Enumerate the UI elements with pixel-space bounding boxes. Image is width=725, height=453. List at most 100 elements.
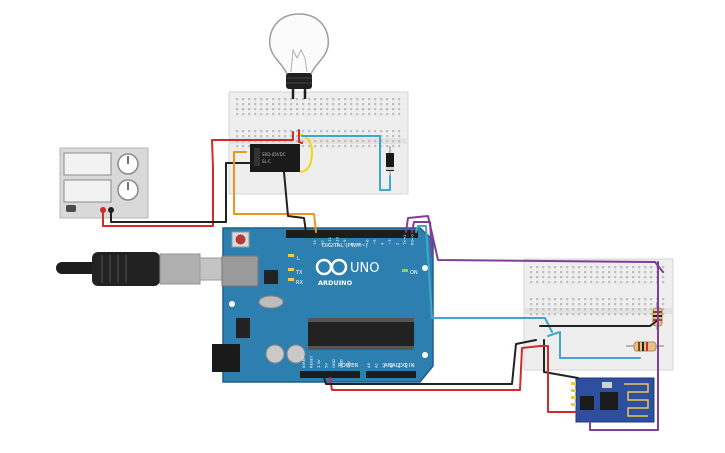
breadboard-hole[interactable] xyxy=(350,140,353,143)
esp8266-wifi-module[interactable] xyxy=(571,377,655,423)
breadboard-hole[interactable] xyxy=(530,281,533,284)
breadboard-hole[interactable] xyxy=(596,276,599,279)
breadboard-hole[interactable] xyxy=(356,113,359,116)
breadboard-hole[interactable] xyxy=(380,103,383,106)
breadboard-hole[interactable] xyxy=(254,130,257,133)
breadboard-hole[interactable] xyxy=(398,113,401,116)
breadboard-hole[interactable] xyxy=(284,130,287,133)
breadboard-hole[interactable] xyxy=(620,303,623,306)
breadboard-hole[interactable] xyxy=(296,103,299,106)
breadboard-hole[interactable] xyxy=(650,298,653,301)
breadboard-hole[interactable] xyxy=(290,113,293,116)
breadboard-hole[interactable] xyxy=(662,266,665,269)
breadboard-hole[interactable] xyxy=(632,281,635,284)
breadboard-hole[interactable] xyxy=(308,103,311,106)
breadboard-hole[interactable] xyxy=(368,98,371,101)
breadboard-hole[interactable] xyxy=(542,266,545,269)
breadboard-hole[interactable] xyxy=(560,271,563,274)
breadboard-hole[interactable] xyxy=(578,308,581,311)
breadboard-hole[interactable] xyxy=(542,276,545,279)
breadboard-hole[interactable] xyxy=(368,130,371,133)
breadboard-hole[interactable] xyxy=(266,103,269,106)
breadboard-hole[interactable] xyxy=(398,140,401,143)
breadboard-hole[interactable] xyxy=(608,303,611,306)
breadboard-hole[interactable] xyxy=(662,298,665,301)
breadboard-hole[interactable] xyxy=(332,113,335,116)
breadboard-hole[interactable] xyxy=(602,281,605,284)
breadboard-hole[interactable] xyxy=(266,108,269,111)
breadboard-hole[interactable] xyxy=(356,130,359,133)
breadboard-hole[interactable] xyxy=(320,130,323,133)
breadboard-hole[interactable] xyxy=(302,130,305,133)
breadboard-hole[interactable] xyxy=(608,298,611,301)
breadboard-hole[interactable] xyxy=(374,145,377,148)
breadboard-hole[interactable] xyxy=(542,308,545,311)
breadboard-hole[interactable] xyxy=(638,276,641,279)
breadboard-hole[interactable] xyxy=(302,98,305,101)
breadboard-hole[interactable] xyxy=(290,98,293,101)
breadboard-hole[interactable] xyxy=(638,303,641,306)
breadboard-hole[interactable] xyxy=(332,145,335,148)
breadboard-hole[interactable] xyxy=(614,266,617,269)
breadboard-hole[interactable] xyxy=(260,140,263,143)
breadboard-hole[interactable] xyxy=(566,308,569,311)
wire-red-supply[interactable] xyxy=(102,131,294,227)
breadboard-hole[interactable] xyxy=(368,145,371,148)
breadboard-hole[interactable] xyxy=(530,266,533,269)
breadboard-hole[interactable] xyxy=(638,298,641,301)
breadboard-hole[interactable] xyxy=(260,113,263,116)
analog-header[interactable] xyxy=(366,371,416,378)
wire-purple-esp[interactable] xyxy=(589,261,659,431)
breadboard-hole[interactable] xyxy=(266,98,269,101)
power-header[interactable] xyxy=(300,371,360,378)
breadboard-hole[interactable] xyxy=(326,103,329,106)
breadboard-hole[interactable] xyxy=(248,113,251,116)
breadboard-hole[interactable] xyxy=(608,281,611,284)
breadboard-hole[interactable] xyxy=(530,298,533,301)
breadboard-hole[interactable] xyxy=(572,298,575,301)
breadboard-hole[interactable] xyxy=(380,135,383,138)
breadboard-hole[interactable] xyxy=(650,303,653,306)
breadboard-hole[interactable] xyxy=(314,130,317,133)
breadboard-hole[interactable] xyxy=(572,276,575,279)
breadboard-hole[interactable] xyxy=(344,140,347,143)
breadboard-hole[interactable] xyxy=(644,298,647,301)
breadboard-hole[interactable] xyxy=(626,303,629,306)
breadboard-hole[interactable] xyxy=(536,313,539,316)
breadboard-hole[interactable] xyxy=(326,98,329,101)
breadboard-hole[interactable] xyxy=(554,313,557,316)
breadboard-hole[interactable] xyxy=(554,281,557,284)
breadboard-hole[interactable] xyxy=(398,135,401,138)
breadboard-hole[interactable] xyxy=(626,308,629,311)
breadboard-hole[interactable] xyxy=(560,281,563,284)
breadboard-hole[interactable] xyxy=(248,98,251,101)
breadboard-hole[interactable] xyxy=(560,276,563,279)
breadboard-hole[interactable] xyxy=(584,271,587,274)
arduino-uno-board[interactable]: ARDUINO UNO DIGITAL (PWM~) POWER ANALOG … xyxy=(212,227,434,383)
wire-cyan-bb[interactable] xyxy=(547,331,641,359)
breadboard-hole[interactable] xyxy=(278,130,281,133)
breadboard-hole[interactable] xyxy=(608,276,611,279)
breadboard-hole[interactable] xyxy=(614,298,617,301)
breadboard-hole[interactable] xyxy=(380,145,383,148)
breadboard-hole[interactable] xyxy=(242,98,245,101)
breadboard-hole[interactable] xyxy=(362,145,365,148)
breadboard-hole[interactable] xyxy=(362,113,365,116)
breadboard-hole[interactable] xyxy=(638,271,641,274)
breadboard-hole[interactable] xyxy=(296,98,299,101)
breadboard-hole[interactable] xyxy=(296,135,299,138)
breadboard-hole[interactable] xyxy=(266,113,269,116)
breadboard-hole[interactable] xyxy=(554,271,557,274)
breadboard-hole[interactable] xyxy=(644,271,647,274)
breadboard-hole[interactable] xyxy=(386,108,389,111)
breadboard-hole[interactable] xyxy=(254,103,257,106)
breadboard-hole[interactable] xyxy=(272,98,275,101)
breadboard-hole[interactable] xyxy=(542,281,545,284)
breadboard-hole[interactable] xyxy=(272,135,275,138)
breadboard-hole[interactable] xyxy=(374,113,377,116)
breadboard-hole[interactable] xyxy=(236,145,239,148)
breadboard-hole[interactable] xyxy=(356,98,359,101)
breadboard-hole[interactable] xyxy=(608,313,611,316)
breadboard-hole[interactable] xyxy=(314,108,317,111)
relay-module[interactable]: SRD-05VDC SL-C xyxy=(250,144,300,172)
